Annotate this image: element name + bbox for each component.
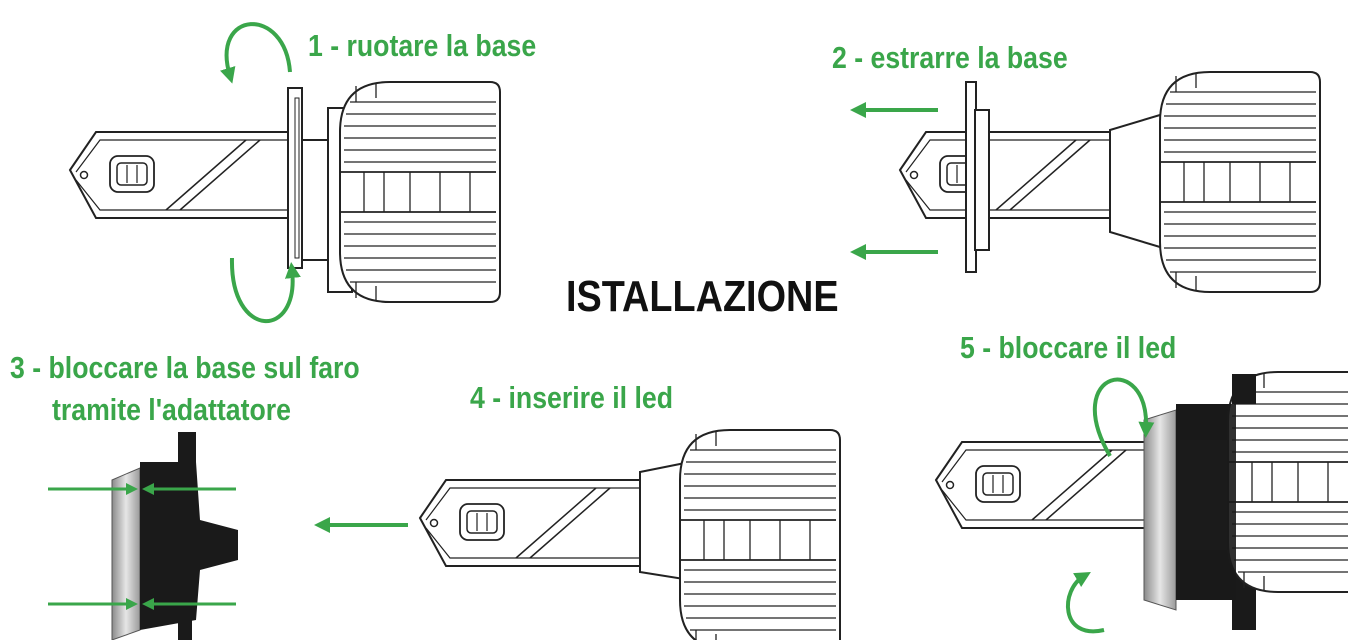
clamp-arrows-step-3	[48, 483, 236, 610]
step-4-label: 4 - inserire il led	[470, 380, 674, 415]
step-3-label: 3 - bloccare la base sul faro	[10, 350, 360, 385]
step-2-label: 2 - estrarre la base	[832, 40, 1068, 75]
pull-arrows-step-2	[850, 102, 938, 260]
bulb-step-2	[899, 71, 1321, 293]
page-title: ISTALLAZIONE	[566, 272, 839, 321]
led-step-5	[935, 371, 1348, 630]
bulb-step-1	[69, 81, 501, 303]
step-1-label: 1 - ruotare la base	[308, 28, 537, 63]
led-step-4	[419, 429, 841, 640]
step-3-label-line-2: tramite l'adattatore	[52, 392, 291, 427]
rotation-arrows-step-1	[220, 22, 301, 324]
step-5-label: 5 - bloccare il led	[960, 330, 1177, 365]
rotation-arrows-step-5	[1065, 377, 1155, 634]
adapter-step-3	[111, 432, 238, 640]
